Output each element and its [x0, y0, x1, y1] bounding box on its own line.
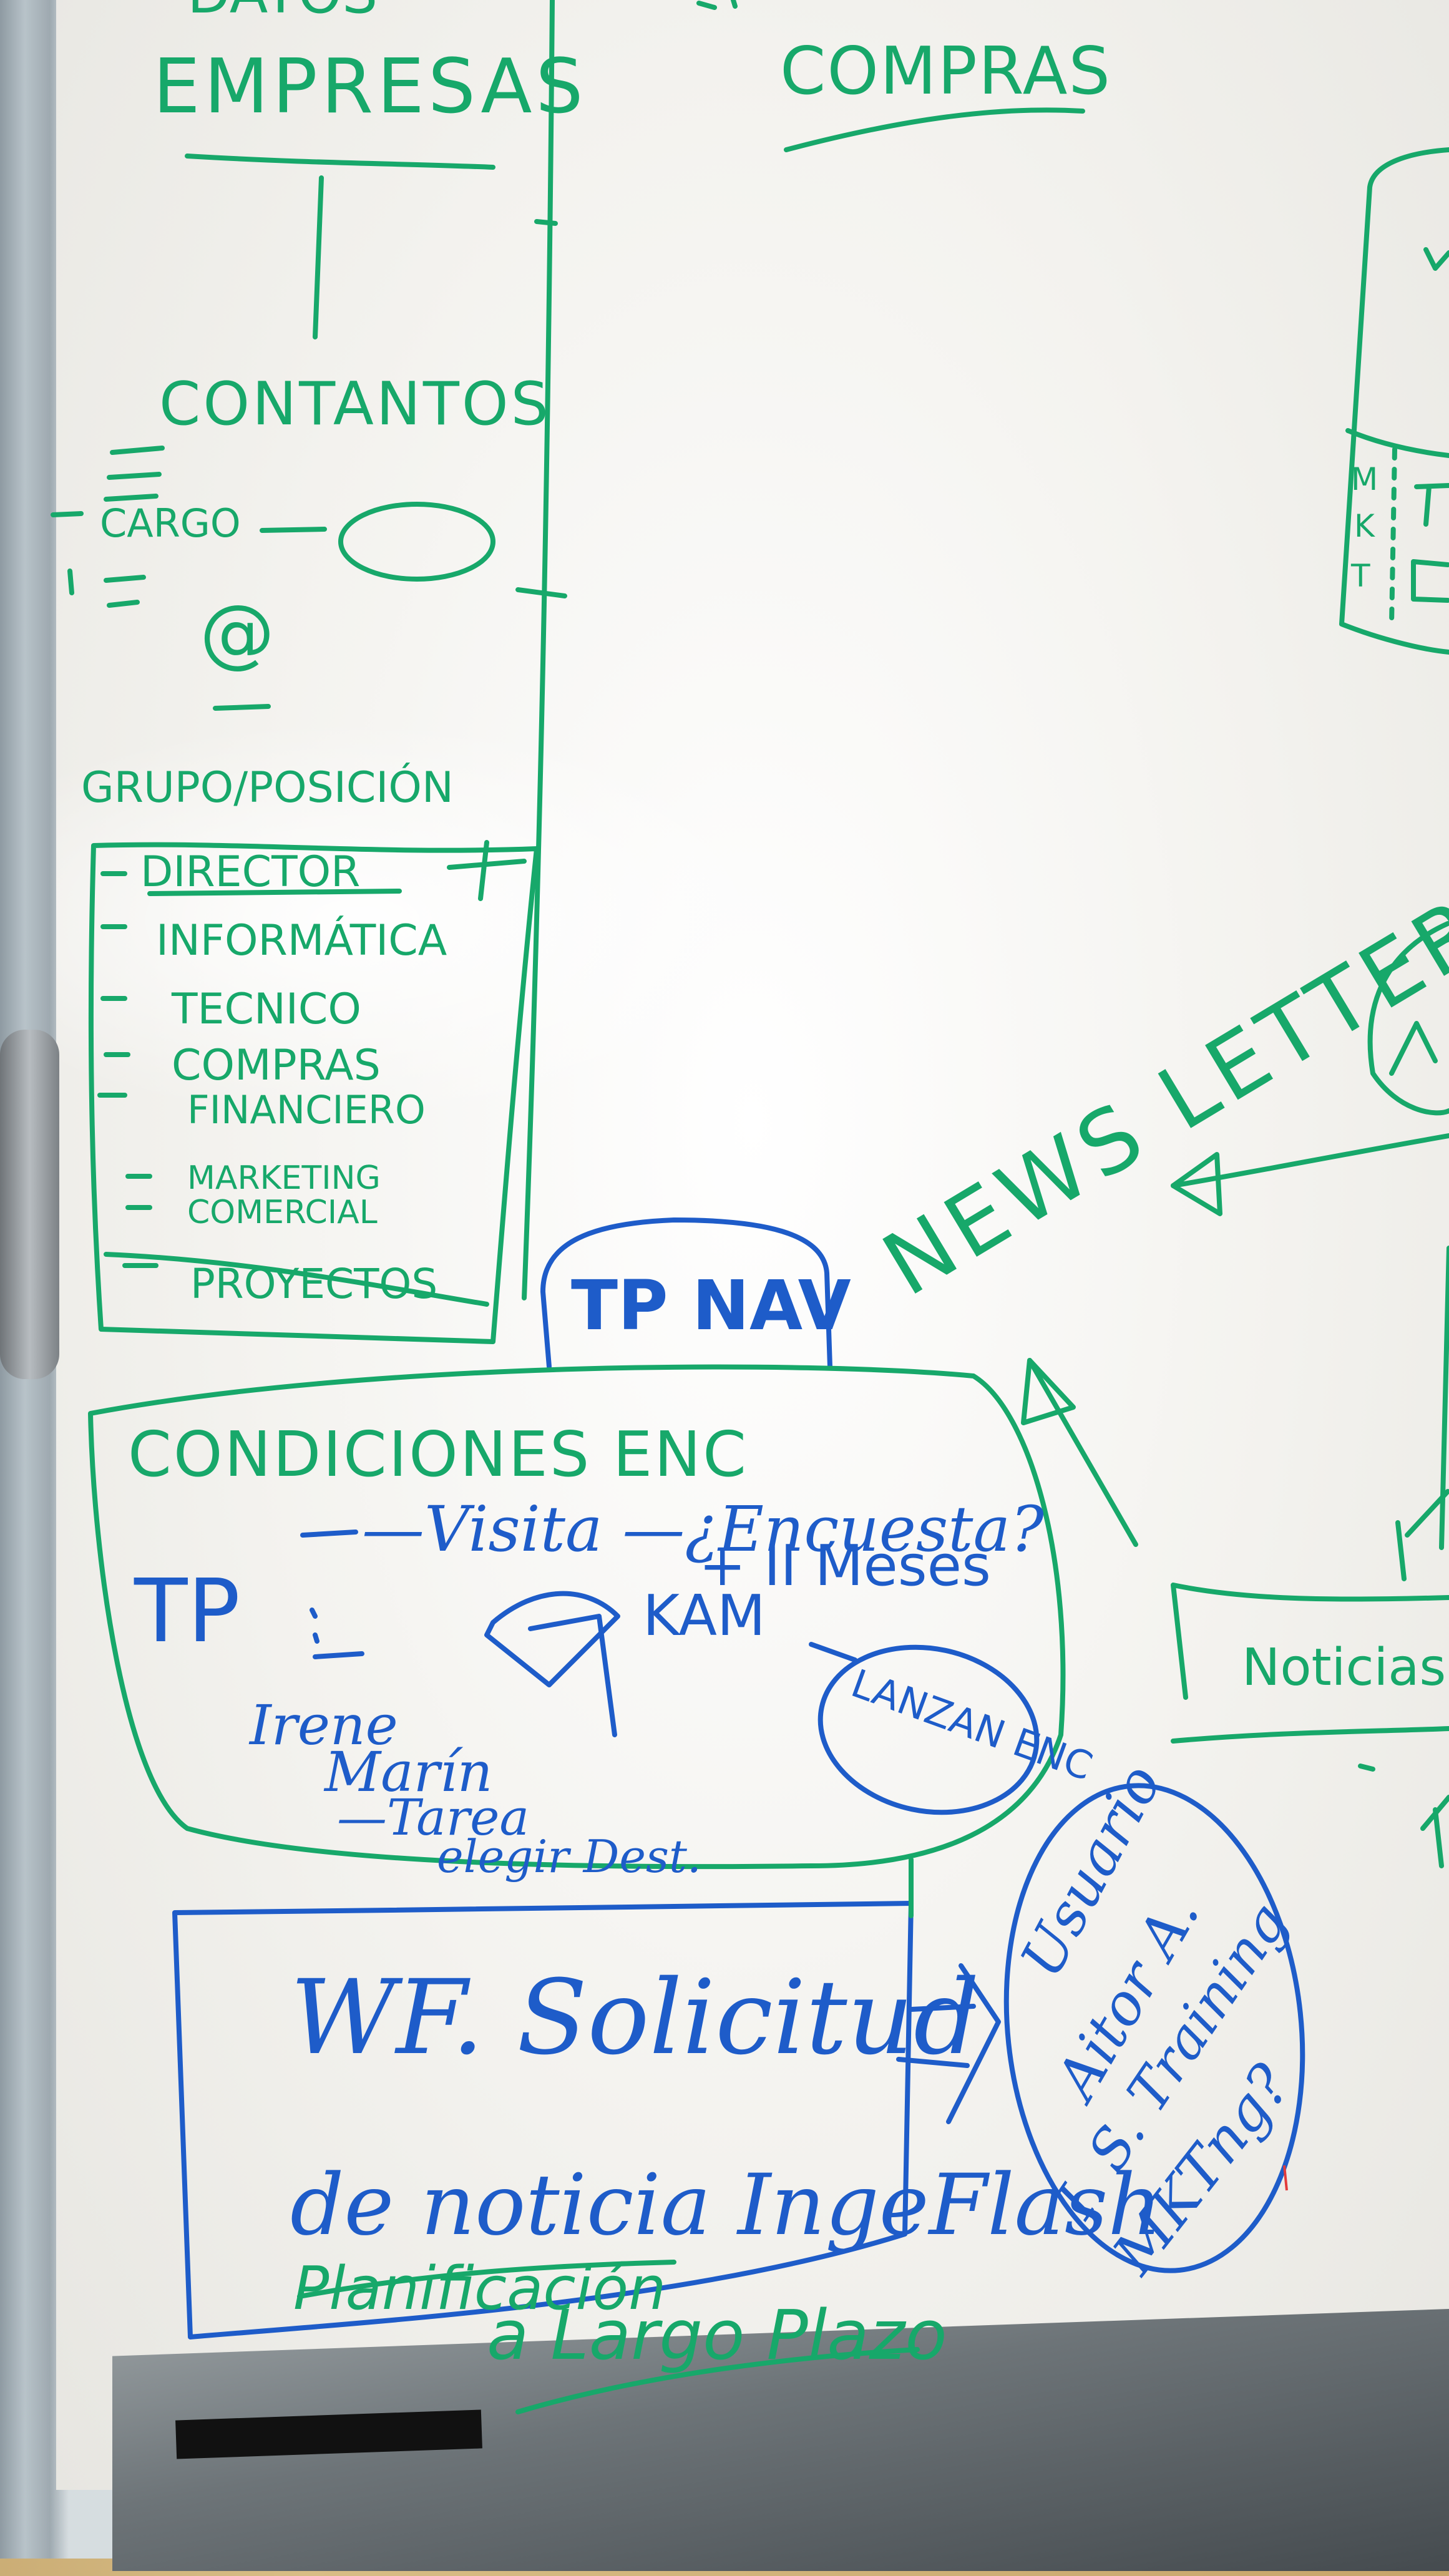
largo-plazo-text: a Largo Plazo — [487, 2295, 947, 2375]
cargo-label: CARGO — [100, 500, 241, 546]
meses-text: + II Meses — [699, 1533, 991, 1599]
at-symbol: @ — [200, 590, 275, 676]
lanzan-oval — [817, 1644, 1040, 1815]
frame-clip — [0, 1030, 59, 1379]
tarea-text: —Tarea — [337, 1788, 529, 1847]
wf-line1: WF. Solicitud — [290, 1958, 980, 2077]
mkt-letter: T — [1350, 558, 1370, 594]
light-reflection — [56, 718, 805, 1123]
cargo-oval — [338, 502, 495, 582]
column-divider-line — [522, 0, 555, 1300]
whiteboard-surface — [56, 0, 1449, 2490]
wf-box-outline — [172, 1901, 914, 2339]
condiciones-box: CONDICIONES ENC TP —Visita —¿Encuesta? +… — [88, 1364, 1098, 1883]
position-item: COMPRAS — [172, 1041, 381, 1090]
tp-nav-tab: TP NAV — [540, 1217, 851, 1369]
position-item: PROYECTOS — [190, 1260, 437, 1308]
empresas-label: EMPRESAS — [153, 44, 587, 130]
right-edge-drawings: M K T Noticias — [1171, 147, 1449, 1868]
strike-line — [297, 2260, 676, 2299]
positions-list: DIRECTOR INFORMÁTICA TECNICO COMPRAS FIN… — [97, 847, 447, 1308]
empresas-underline — [185, 154, 495, 170]
left-column: DATOS EMPRESAS CONTANTOS CARGO @ GRUPO/P… — [51, 0, 587, 1344]
tp-nav-outline — [540, 1217, 832, 1369]
mkt-letter: K — [1354, 508, 1375, 544]
relation-line — [313, 175, 324, 339]
noticias-label: Noticias — [1242, 1638, 1446, 1697]
condiciones-outline — [88, 1364, 1066, 1870]
mkt-letter: M — [1351, 461, 1378, 497]
wf-arrow-head-icon — [946, 1963, 1001, 2124]
up-arrow-shaft — [1027, 1358, 1138, 1547]
compras-underline — [784, 107, 1085, 152]
newsletters-arrow-shaft — [1171, 1133, 1449, 1188]
marin-text: Marín — [323, 1740, 492, 1804]
grupo-posicion-label: GRUPO/POSICIÓN — [81, 763, 454, 812]
tp-label: TP — [134, 1561, 240, 1662]
arrow-head-icon — [1021, 1358, 1076, 1425]
position-item: INFORMÁTICA — [156, 915, 447, 965]
database-cylinder — [1339, 147, 1449, 655]
compras-section: COMPRAS — [696, 0, 1111, 152]
condiciones-title: CONDICIONES ENC — [128, 1418, 748, 1491]
usuario-oval — [1003, 1783, 1305, 2273]
newsletters-label: NEWS LETTERS — [867, 845, 1449, 1316]
header-partial-text: DATOS — [187, 0, 378, 26]
contactos-label: CONTANTOS — [159, 370, 551, 439]
wf-line2: de noticia IngeFlash — [290, 2156, 1162, 2254]
diamond-sketch — [484, 1591, 620, 1687]
irene-text: Irene — [248, 1693, 398, 1757]
newsletters-section: NEWS LETTERS — [867, 845, 1449, 1547]
position-item: COMERCIAL — [187, 1194, 378, 1231]
position-item: DIRECTOR — [140, 847, 360, 897]
wf-solicitud-box: WF. Solicitud de noticia IngeFlash — [172, 1857, 1162, 2339]
arrow-head-icon — [1171, 1152, 1222, 1216]
visita-text: —Visita —¿Encuesta? — [362, 1493, 1045, 1566]
kam-text: KAM — [643, 1583, 766, 1649]
tp-nav-label: TP NAV — [571, 1266, 851, 1345]
elegir-dest-text: elegir Dest. — [437, 1830, 701, 1883]
compras-label: COMPRAS — [780, 33, 1111, 109]
positions-box — [88, 842, 539, 1344]
right-oval — [1367, 921, 1449, 1116]
position-item: FINANCIERO — [187, 1087, 426, 1133]
planificacion-section: Planificación a Largo Plazo — [293, 2255, 947, 2414]
position-item: MARKETING — [187, 1159, 381, 1197]
position-item: TECNICO — [171, 985, 361, 1034]
